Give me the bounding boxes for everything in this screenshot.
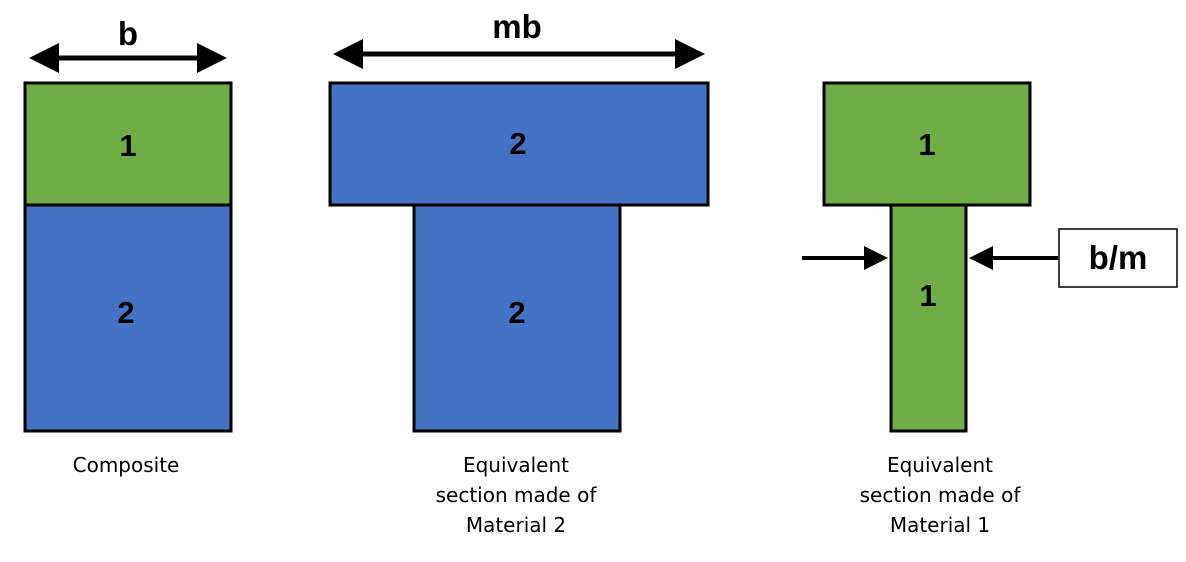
equivalent-material1-caption-line: section made of	[859, 483, 1021, 507]
equivalent-material1-top-label: 1	[918, 127, 935, 162]
equivalent-material2-caption-line: Equivalent	[462, 453, 570, 477]
composite-material1-block	[23, 81, 233, 207]
composite-top-label: 1	[119, 128, 136, 163]
equivalent-material2-bottom-label: 2	[508, 295, 525, 330]
composite-bottom-label: 2	[117, 295, 134, 330]
equivalent-material1-web-block	[889, 203, 968, 433]
equivalent-material1-section: 1 1 b/m	[802, 81, 1178, 433]
equivalent-material2-caption: Equivalent section made of Material 2	[406, 450, 626, 540]
composite-section: b 1 2	[23, 15, 233, 433]
equivalent-material1-flange-block	[822, 81, 1032, 207]
equivalent-material2-section: mb 2 2	[328, 8, 710, 433]
equivalent-material2-web-block	[412, 203, 622, 433]
equivalent-material1-width-label-box	[1058, 228, 1178, 288]
equivalent-material1-width-label: b/m	[1089, 239, 1148, 276]
equivalent-material2-caption-line: section made of	[435, 483, 597, 507]
equivalent-material1-caption-line: Equivalent	[886, 453, 994, 477]
equivalent-material2-top-label: 2	[509, 126, 526, 161]
equivalent-material1-bottom-label: 1	[919, 278, 936, 313]
equivalent-material2-caption-line: Material 2	[465, 513, 567, 537]
composite-material2-block	[23, 203, 233, 433]
composite-caption-line: Composite	[72, 453, 180, 477]
equivalent-material1-caption-line: Material 1	[889, 513, 991, 537]
composite-caption: Composite	[16, 450, 236, 480]
composite-width-label: b	[118, 15, 138, 52]
equivalent-material1-caption: Equivalent section made of Material 1	[830, 450, 1050, 540]
equivalent-material2-width-label: mb	[492, 8, 542, 45]
